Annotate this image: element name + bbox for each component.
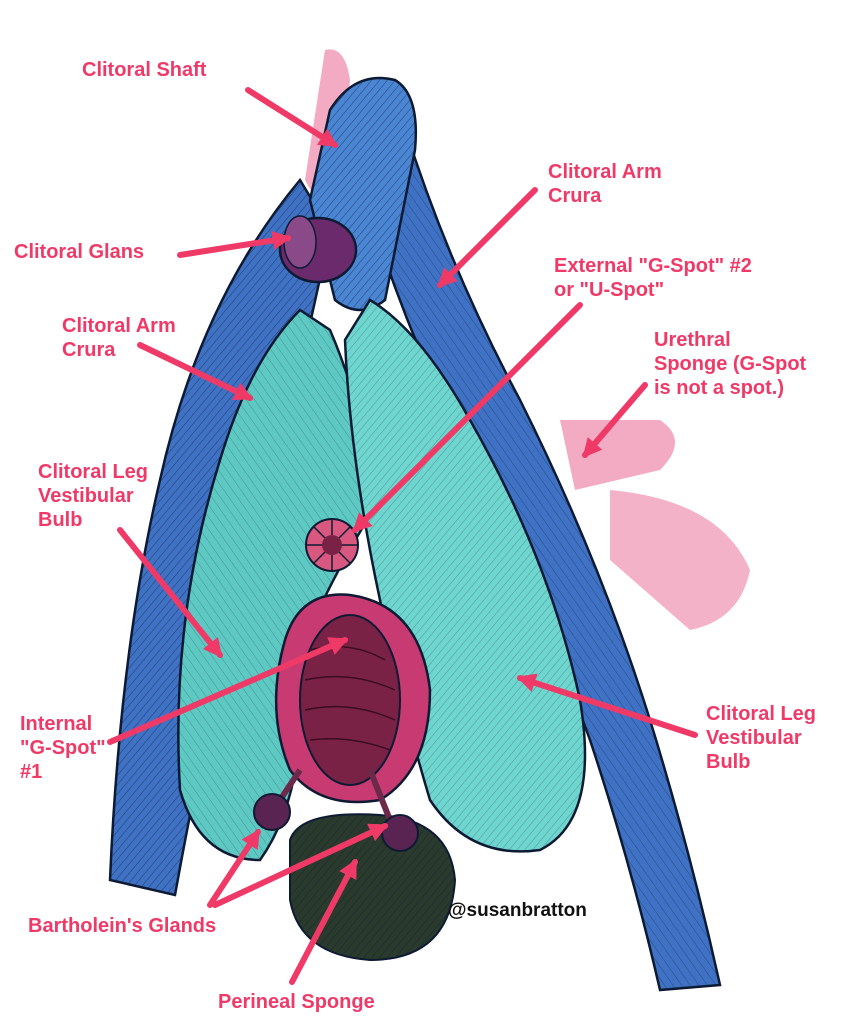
artist-credit: @susanbratton bbox=[448, 900, 587, 921]
urethral-opening bbox=[305, 518, 359, 572]
label-clitoral-glans: Clitoral Glans bbox=[14, 241, 145, 263]
label-clitoral-shaft: Clitoral Shaft bbox=[82, 59, 207, 81]
arrow-clitoral-shaft bbox=[245, 87, 339, 148]
arrow-clitoral-glans bbox=[177, 230, 292, 258]
arrow-leg-left bbox=[117, 527, 223, 658]
clitoral-glans-shape bbox=[278, 215, 358, 284]
arrow-external-gspot bbox=[352, 302, 583, 533]
arrow-arm-left bbox=[137, 342, 254, 401]
label-arrows bbox=[107, 87, 698, 985]
arrow-internal-gspot bbox=[107, 637, 349, 745]
label-internal-gspot: Internal"G-Spot"#1 bbox=[20, 713, 106, 783]
arrow-bartholin-right bbox=[212, 823, 389, 908]
vaginal-canal bbox=[274, 593, 432, 804]
arrow-urethral-sponge bbox=[582, 382, 648, 458]
arrow-perineal-sponge bbox=[289, 858, 358, 985]
arrow-leg-right bbox=[516, 673, 698, 738]
bartholin-glands-shape bbox=[253, 768, 419, 852]
arrow-arm-right bbox=[437, 187, 538, 288]
vestibular-bulbs bbox=[177, 298, 587, 862]
label-bartholin-glands: Bartholein's Glands bbox=[28, 915, 217, 937]
arrow-bartholin-left bbox=[207, 828, 261, 908]
label-perineal-sponge: Perineal Sponge bbox=[218, 991, 375, 1013]
